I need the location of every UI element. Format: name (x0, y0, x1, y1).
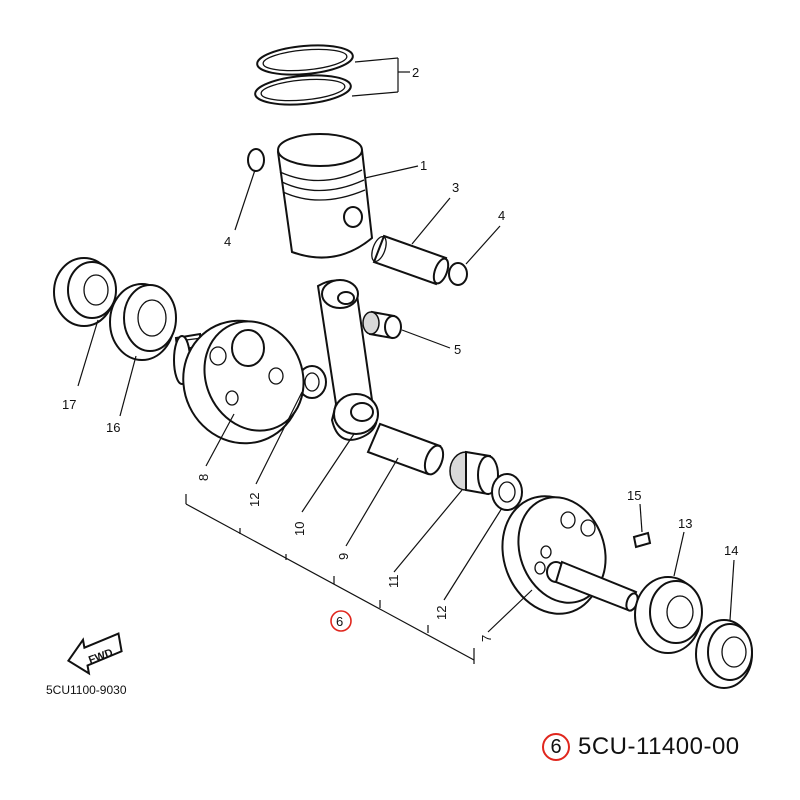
part-callout-badge: 6 (542, 733, 570, 761)
piston[interactable] (276, 133, 374, 259)
drawing-code: 5CU1100-9030 (46, 683, 127, 697)
crank-wheel-left[interactable] (163, 301, 321, 462)
connecting-rod[interactable] (316, 279, 379, 441)
callout-8: 8 (196, 474, 211, 481)
callout-14: 14 (724, 543, 738, 558)
circlip-left[interactable] (247, 148, 265, 172)
callout-4-left: 4 (224, 234, 231, 249)
callout-10: 10 (292, 522, 307, 536)
callout-2: 2 (412, 65, 419, 80)
callout-5: 5 (454, 342, 461, 357)
piston-rings[interactable] (254, 42, 354, 108)
woodruff-key[interactable] (632, 531, 652, 549)
callout-11: 11 (386, 575, 401, 589)
callout-12-left: 12 (247, 493, 262, 507)
callout-7: 7 (479, 635, 494, 642)
oil-seal-14[interactable] (695, 619, 753, 689)
callout-6: 6 (336, 614, 343, 629)
callout-17: 17 (62, 397, 76, 412)
part-number: 5CU-11400-00 (578, 733, 740, 760)
crank-wheel-right[interactable] (486, 482, 639, 628)
circlip-right[interactable] (448, 262, 468, 286)
callout-9: 9 (336, 553, 351, 560)
bearing-16[interactable] (109, 283, 177, 361)
callout-16: 16 (106, 420, 120, 435)
callout-1: 1 (420, 158, 427, 173)
piston-pin[interactable] (369, 234, 451, 286)
small-end-bearing[interactable] (362, 310, 402, 340)
highlighted-part-number: 6 5CU-11400-00 (542, 729, 740, 765)
callout-13: 13 (678, 516, 692, 531)
fwd-arrow-icon: FWD (66, 632, 123, 676)
crank-pin[interactable] (366, 422, 447, 477)
leader-lines (77, 57, 735, 664)
callout-3: 3 (452, 180, 459, 195)
big-end-bearing[interactable] (449, 450, 499, 496)
callout-6-highlighted[interactable]: 6 (330, 610, 352, 632)
oil-seal-17[interactable] (53, 257, 117, 327)
thrust-washer-right[interactable] (491, 473, 523, 511)
callouts: 2 1 3 4 4 5 17 16 8 12 10 9 11 12 7 15 1… (62, 65, 738, 642)
bearing-13[interactable] (634, 576, 703, 654)
callout-15: 15 (627, 488, 641, 503)
callout-4-right: 4 (498, 208, 505, 223)
callout-12-right: 12 (434, 606, 449, 620)
